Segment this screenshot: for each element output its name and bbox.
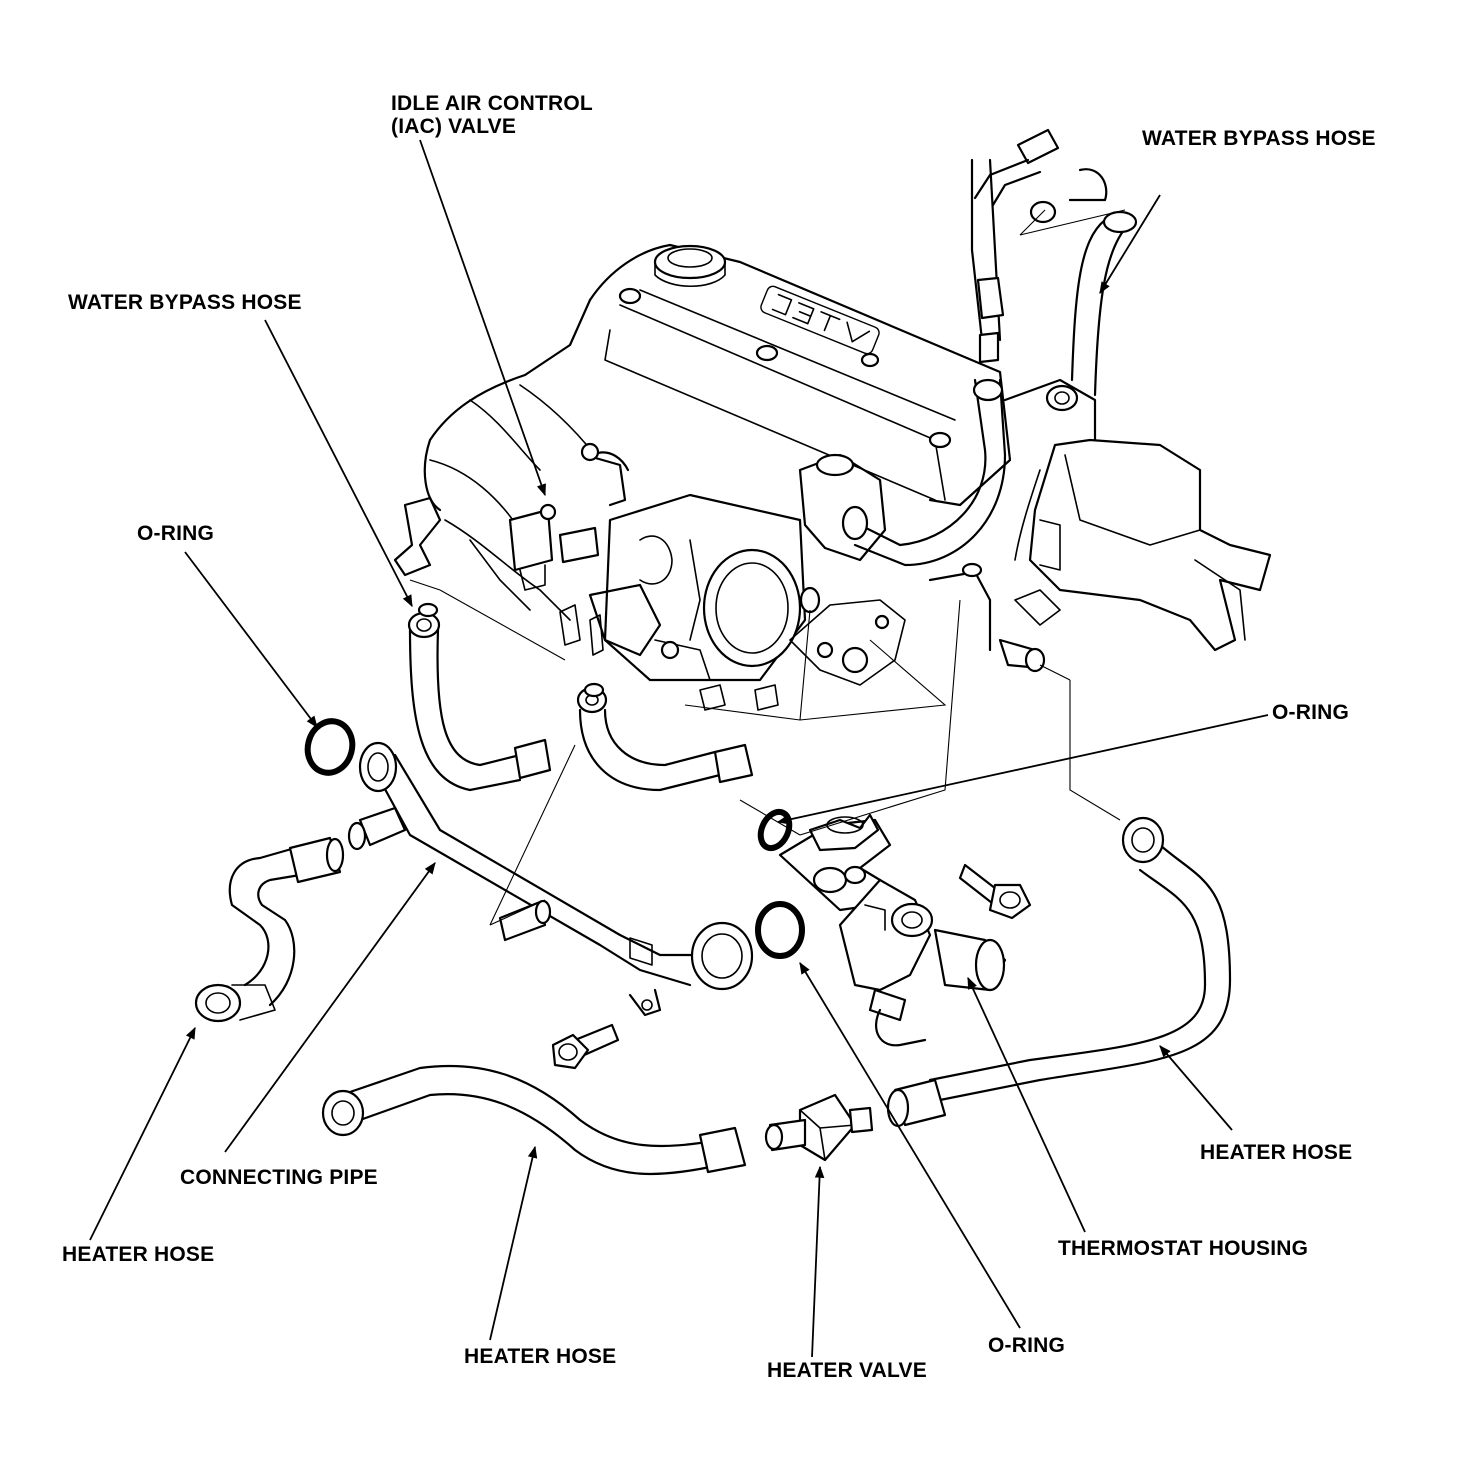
label-connecting-pipe: CONNECTING PIPE <box>180 1166 378 1189</box>
o-ring-bottom <box>755 901 805 959</box>
bolt-connecting-pipe <box>551 1023 620 1070</box>
label-o-ring-left: O-RING <box>137 522 214 545</box>
heater-hose-right <box>886 816 1232 1128</box>
label-water-bypass-hose-right: WATER BYPASS HOSE <box>1142 127 1376 150</box>
upper-water-bypass-hoses <box>841 128 1138 567</box>
thermostat-housing <box>778 813 1007 1047</box>
label-heater-hose-right: HEATER HOSE <box>1200 1141 1352 1164</box>
heater-hose-left <box>194 836 345 1023</box>
label-o-ring-bottom: O-RING <box>988 1334 1065 1357</box>
iac-valve <box>508 503 600 591</box>
throttle-body <box>588 493 807 682</box>
assembly-reference-lines <box>409 209 1126 926</box>
label-heater-valve: HEATER VALVE <box>767 1359 927 1382</box>
lower-water-bypass-hose <box>407 602 754 792</box>
o-ring-right <box>757 808 793 852</box>
label-heater-hose-left: HEATER HOSE <box>62 1243 214 1266</box>
leader-lines <box>89 139 1269 1358</box>
label-heater-hose-bottom: HEATER HOSE <box>464 1345 616 1368</box>
label-iac-valve-line1: IDLE AIR CONTROL <box>391 92 593 115</box>
engine-assembly <box>393 243 1272 721</box>
valve-cover-bolts <box>618 287 952 449</box>
o-ring-left <box>304 718 356 776</box>
label-o-ring-right: O-RING <box>1272 701 1349 724</box>
label-water-bypass-hose-left: WATER BYPASS HOSE <box>68 291 302 314</box>
distributor-housing <box>1014 438 1272 652</box>
heater-hose-bottom <box>321 1064 747 1176</box>
heater-valve <box>764 1093 874 1162</box>
label-iac-valve-line2: (IAC) VALVE <box>391 115 516 138</box>
connecting-pipe <box>347 741 754 1017</box>
label-thermostat-housing: THERMOSTAT HOUSING <box>1058 1237 1308 1260</box>
bolt-thermostat <box>958 863 1032 920</box>
oil-filler-cap <box>653 244 727 288</box>
vtec-logo <box>760 285 880 355</box>
